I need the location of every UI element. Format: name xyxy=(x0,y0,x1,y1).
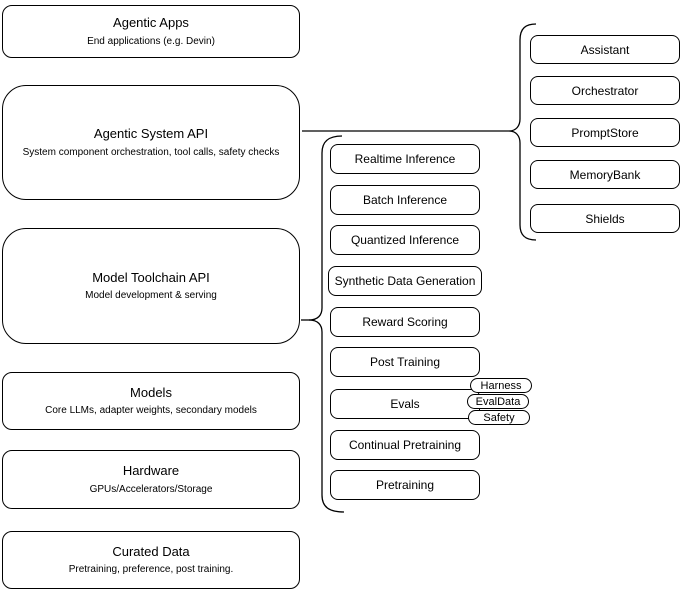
node-evaldata-tag: EvalData xyxy=(467,394,529,409)
node-shields: Shields xyxy=(530,204,680,233)
node-title: Agentic System API xyxy=(93,126,209,142)
node-subtitle: System component orchestration, tool cal… xyxy=(22,146,280,158)
node-label: Reward Scoring xyxy=(362,315,448,329)
node-reward-scoring: Reward Scoring xyxy=(330,307,480,337)
node-label: Assistant xyxy=(580,42,630,57)
node-label: MemoryBank xyxy=(569,167,641,182)
node-harness-tag: Harness xyxy=(470,378,532,393)
node-label: Orchestrator xyxy=(571,83,639,98)
node-subtitle: Pretraining, preference, post training. xyxy=(68,564,234,576)
node-label: Synthetic Data Generation xyxy=(334,274,476,288)
node-label: Quantized Inference xyxy=(350,233,460,247)
node-post-training: Post Training xyxy=(330,347,480,377)
node-subtitle: GPUs/Accelerators/Storage xyxy=(89,483,213,495)
node-label: Safety xyxy=(483,411,515,424)
node-label: Shields xyxy=(585,211,625,226)
node-label: Batch Inference xyxy=(362,193,448,207)
node-title: Hardware xyxy=(122,463,180,479)
node-subtitle: Core LLMs, adapter weights, secondary mo… xyxy=(45,405,257,417)
brace-system-components xyxy=(508,23,537,241)
node-assistant: Assistant xyxy=(530,35,680,64)
node-label: EvalData xyxy=(475,395,521,408)
node-label: Pretraining xyxy=(375,478,435,492)
node-label: Harness xyxy=(480,379,522,392)
node-title: Model Toolchain API xyxy=(92,269,210,285)
node-label: PromptStore xyxy=(571,125,639,140)
node-continual-pretraining: Continual Pretraining xyxy=(330,430,480,460)
node-label: Evals xyxy=(390,397,420,411)
node-pretraining: Pretraining xyxy=(330,470,480,500)
node-orchestrator: Orchestrator xyxy=(530,76,680,105)
node-safety-tag: Safety xyxy=(468,410,530,425)
node-agentic-apps: Agentic Apps End applications (e.g. Devi… xyxy=(2,5,300,58)
node-subtitle: Model development & serving xyxy=(85,290,217,302)
node-promptstore: PromptStore xyxy=(530,118,680,147)
node-realtime-inference: Realtime Inference xyxy=(330,144,480,174)
node-model-toolchain-api: Model Toolchain API Model development & … xyxy=(2,228,300,344)
node-curated-data: Curated Data Pretraining, preference, po… xyxy=(2,531,300,589)
node-evals: Evals xyxy=(330,389,480,419)
node-memorybank: MemoryBank xyxy=(530,160,680,189)
node-title: Models xyxy=(130,384,172,400)
node-hardware: Hardware GPUs/Accelerators/Storage xyxy=(2,450,300,509)
node-models: Models Core LLMs, adapter weights, secon… xyxy=(2,372,300,430)
node-label: Continual Pretraining xyxy=(348,438,462,452)
node-label: Realtime Inference xyxy=(354,152,456,166)
node-synthetic-data-generation: Synthetic Data Generation xyxy=(328,266,482,296)
node-subtitle: End applications (e.g. Devin) xyxy=(87,35,215,47)
node-title: Agentic Apps xyxy=(113,15,189,31)
node-agentic-system-api: Agentic System API System component orch… xyxy=(2,85,300,200)
node-label: Post Training xyxy=(369,355,441,369)
node-batch-inference: Batch Inference xyxy=(330,185,480,215)
brace-toolchain xyxy=(308,135,345,513)
node-title: Curated Data xyxy=(112,543,190,559)
node-quantized-inference: Quantized Inference xyxy=(330,225,480,255)
